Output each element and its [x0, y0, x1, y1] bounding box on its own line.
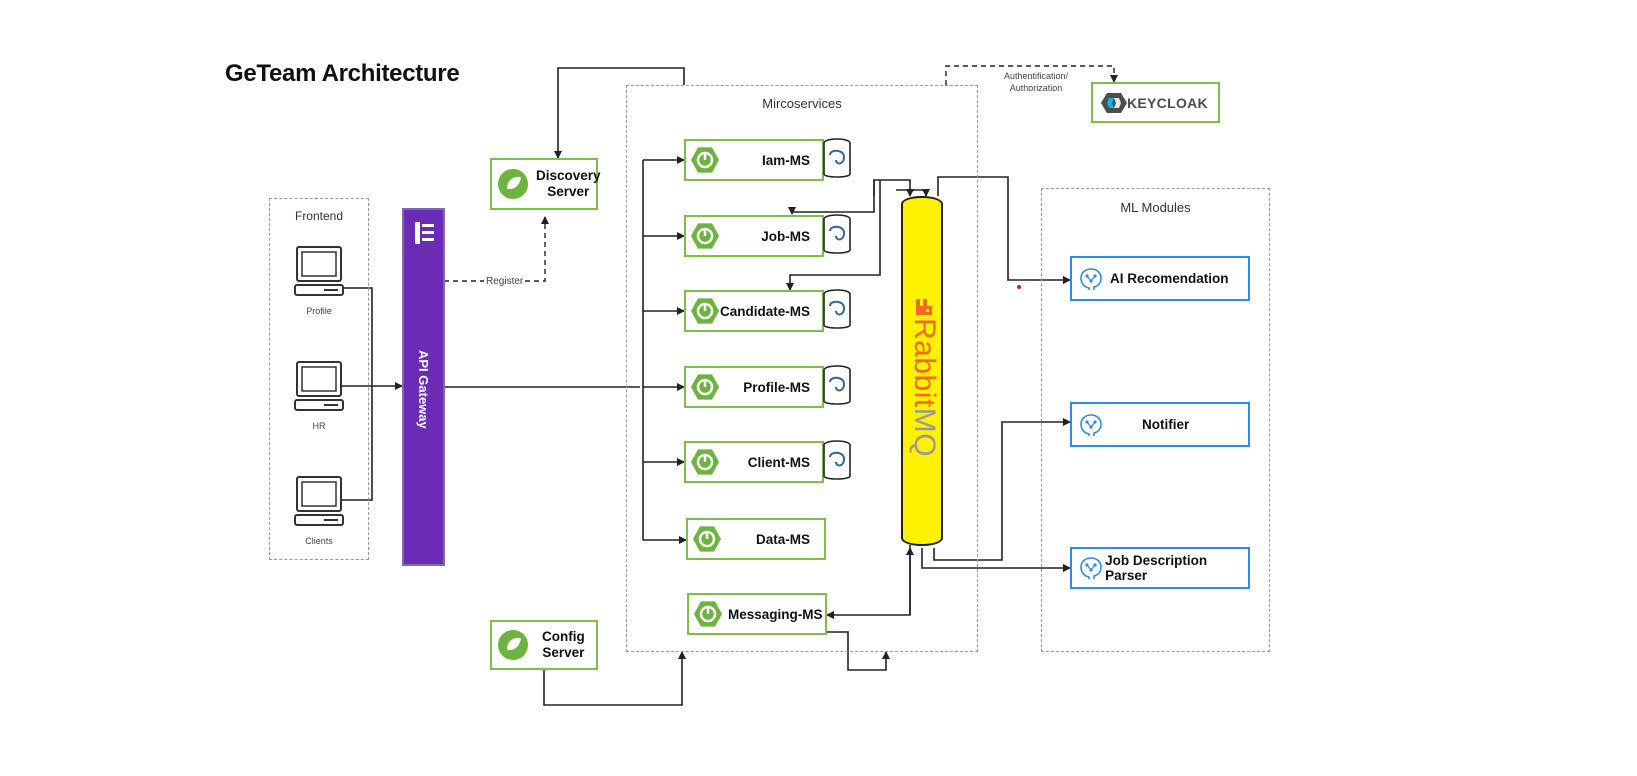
service-label: Candidate-MS: [719, 303, 810, 319]
frontend-group: [269, 198, 369, 560]
database-icon: [823, 289, 851, 329]
keycloak-icon: [1101, 92, 1127, 113]
spring-power-icon: [694, 601, 722, 627]
database-icon: [823, 138, 851, 178]
auth-label: Authentification/ Authorization: [1003, 71, 1069, 93]
microservices-group-label: Mircoservices: [762, 96, 842, 111]
spring-power-icon: [691, 298, 719, 324]
config-server: Config Server: [490, 620, 598, 670]
red-dot: [1017, 285, 1021, 289]
ml-label: Job Description Parser: [1105, 553, 1208, 583]
computer-icon: [294, 361, 344, 411]
service-label: Job-MS: [761, 228, 810, 244]
spring-power-icon: [691, 374, 719, 400]
ml-job-description-parser: Job Description Parser: [1070, 547, 1250, 589]
spring-power-icon: [691, 449, 719, 475]
service-label: Data-MS: [755, 531, 810, 547]
brain-icon: [1080, 267, 1102, 290]
keycloak-node: KEYCLOAK: [1091, 82, 1220, 123]
service-label: Iam-MS: [761, 152, 810, 168]
service-client-ms: Client-MS: [684, 441, 824, 483]
service-data-ms: Data-MS: [686, 518, 826, 560]
service-label: Profile-MS: [743, 379, 810, 395]
gateway-label: API Gateway: [416, 350, 431, 429]
computer-icon: [294, 246, 344, 296]
client-label: Profile: [306, 306, 332, 316]
brain-icon: [1080, 413, 1102, 436]
rabbitmq-label-rabbit: Rabbit: [908, 318, 941, 408]
gateway-icon: [415, 222, 434, 244]
client-clients: Clients: [294, 475, 344, 546]
client-label: HR: [312, 421, 326, 431]
service-label: Messaging-MS: [728, 606, 823, 622]
microservices-group: [626, 85, 978, 652]
edge-auth: [945, 65, 1118, 85]
edge-services-to-discovery: [554, 67, 685, 159]
frontend-group-label: Frontend: [294, 209, 344, 223]
spring-power-icon: [691, 147, 719, 173]
ml-notifier: Notifier: [1070, 402, 1250, 447]
spring-leaf-icon: [498, 169, 528, 199]
discovery-server: Discovery Server: [490, 158, 601, 210]
service-candidate-ms: Candidate-MS: [684, 290, 824, 332]
ml-label: AI Recomendation: [1110, 271, 1229, 286]
config-label: Config Server: [542, 629, 585, 660]
ml-modules-group-label: ML Modules: [1120, 200, 1191, 215]
register-label: Register: [484, 276, 526, 287]
keycloak-label: KEYCLOAK: [1127, 94, 1208, 111]
service-job-ms: Job-MS: [684, 215, 824, 257]
rabbitmq-queue: RabbitMQ: [901, 196, 943, 546]
client-label: Clients: [305, 536, 333, 546]
service-messaging-ms: Messaging-MS: [687, 593, 827, 635]
api-gateway: API Gateway: [402, 208, 445, 566]
edge-register: [444, 216, 549, 282]
rabbitmq-label: RabbitMQ: [907, 318, 941, 457]
service-label: Client-MS: [747, 454, 810, 470]
page-title: GeTeam Architecture: [225, 60, 460, 87]
spring-power-icon: [691, 223, 719, 249]
rabbitmq-icon: [916, 299, 932, 315]
database-icon: [823, 365, 851, 405]
edge-config-to-services: [543, 651, 686, 706]
client-profile: Profile: [294, 245, 344, 316]
edge-profile-to-gateway: [342, 287, 373, 501]
rabbitmq-label-mq: MQ: [908, 407, 941, 458]
discovery-label: Discovery Server: [536, 168, 601, 199]
service-profile-ms: Profile-MS: [684, 366, 824, 408]
spring-leaf-icon: [498, 630, 528, 660]
ml-modules-group: [1041, 188, 1270, 652]
ml-ai-recomendation: AI Recomendation: [1070, 256, 1250, 301]
brain-icon: [1080, 557, 1102, 579]
client-hr: HR: [294, 360, 344, 431]
database-icon: [823, 214, 851, 254]
spring-power-icon: [693, 526, 721, 552]
ml-label: Notifier: [1142, 417, 1190, 432]
computer-icon: [294, 476, 344, 526]
database-icon: [823, 440, 851, 480]
service-iam-ms: Iam-MS: [684, 139, 824, 181]
